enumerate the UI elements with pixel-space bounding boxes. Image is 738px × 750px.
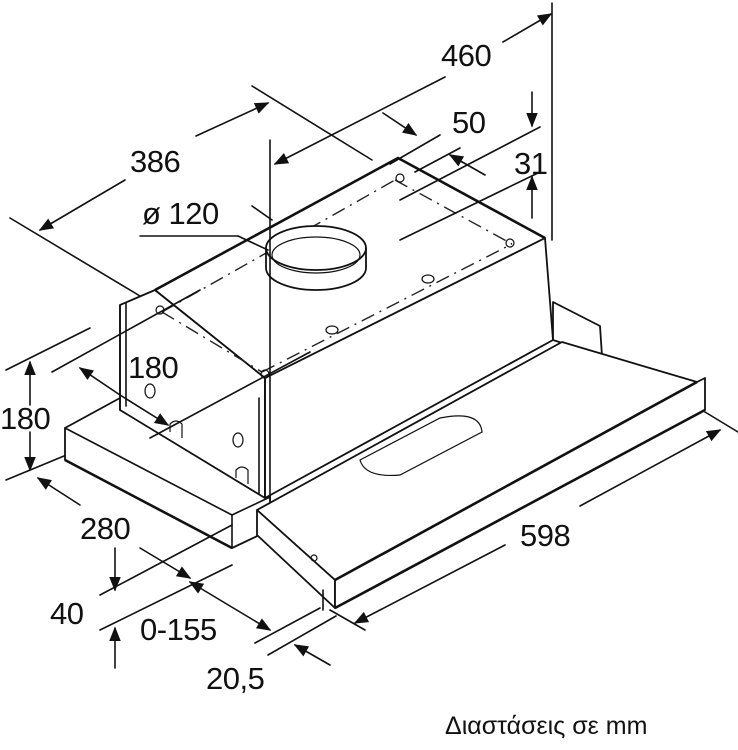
dimension-lines: [5, 2, 738, 669]
dim-label-height-180: 180: [0, 401, 51, 436]
dim-label-386: 386: [130, 144, 181, 179]
dim-label-598: 598: [520, 518, 571, 553]
dim-label-side-180: 180: [128, 350, 179, 385]
duct-collar: [265, 225, 367, 291]
telescopic-panel: [256, 341, 706, 611]
dim-label-31: 31: [514, 146, 548, 181]
units-caption: Διαστάσεις σε mm: [445, 712, 648, 740]
dim-label-460: 460: [441, 38, 492, 73]
dim-label-40: 40: [50, 596, 84, 631]
dim-label-duct-diameter: ø 120: [142, 196, 219, 231]
dim-label-extension: 0-155: [140, 612, 217, 647]
dim-label-280: 280: [80, 511, 131, 546]
dim-label-panel-thickness: 20,5: [206, 661, 265, 696]
dim-label-50: 50: [452, 105, 486, 140]
